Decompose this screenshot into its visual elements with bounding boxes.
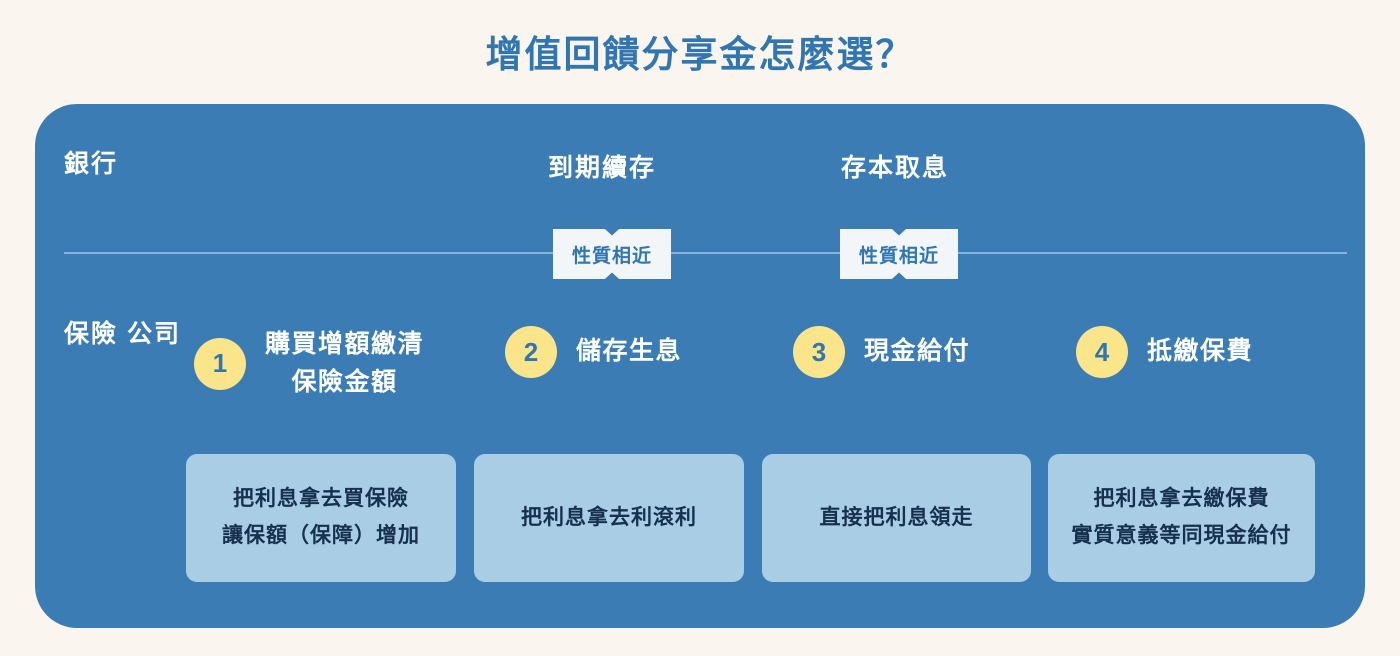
option-number-badge-1: 1 xyxy=(194,337,246,390)
row-label-insurance-company: 保險 公司 xyxy=(64,320,181,348)
affinity-badge-1: 性質相近 xyxy=(553,229,671,279)
description-card-2: 把利息拿去利滾利 xyxy=(474,454,744,582)
description-card-4: 把利息拿去繳保費 實質意義等同現金給付 xyxy=(1048,454,1315,582)
option-number-badge-4: 4 xyxy=(1076,326,1128,378)
row-label-bank: 銀行 xyxy=(64,150,119,178)
option-title-4: 抵繳保費 xyxy=(1147,337,1254,366)
affinity-badge-2: 性質相近 xyxy=(840,229,958,279)
option-title-3: 現金給付 xyxy=(864,337,971,366)
option-title-1: 購買增額繳清 保險金額 xyxy=(265,330,425,396)
bank-term-interest-withdrawal: 存本取息 xyxy=(841,154,950,182)
infographic-panel: 銀行 保險 公司 到期續存 存本取息 性質相近 性質相近 1 購買增額繳清 保險… xyxy=(35,104,1365,628)
section-divider xyxy=(64,252,1347,254)
option-1: 1 購買增額繳清 保險金額 xyxy=(194,326,424,401)
option-4: 4 抵繳保費 xyxy=(1076,326,1253,378)
page-title: 增值回饋分享金怎麼選？ xyxy=(485,34,915,75)
description-card-3: 直接把利息領走 xyxy=(762,454,1031,582)
option-number-badge-3: 3 xyxy=(793,326,845,378)
description-card-1: 把利息拿去買保險 讓保額（保障）增加 xyxy=(186,454,456,582)
bank-term-rollover: 到期續存 xyxy=(548,154,657,182)
option-number-badge-2: 2 xyxy=(505,326,557,378)
option-2: 2 儲存生息 xyxy=(505,326,682,378)
option-title-2: 儲存生息 xyxy=(576,337,683,366)
option-3: 3 現金給付 xyxy=(793,326,970,378)
